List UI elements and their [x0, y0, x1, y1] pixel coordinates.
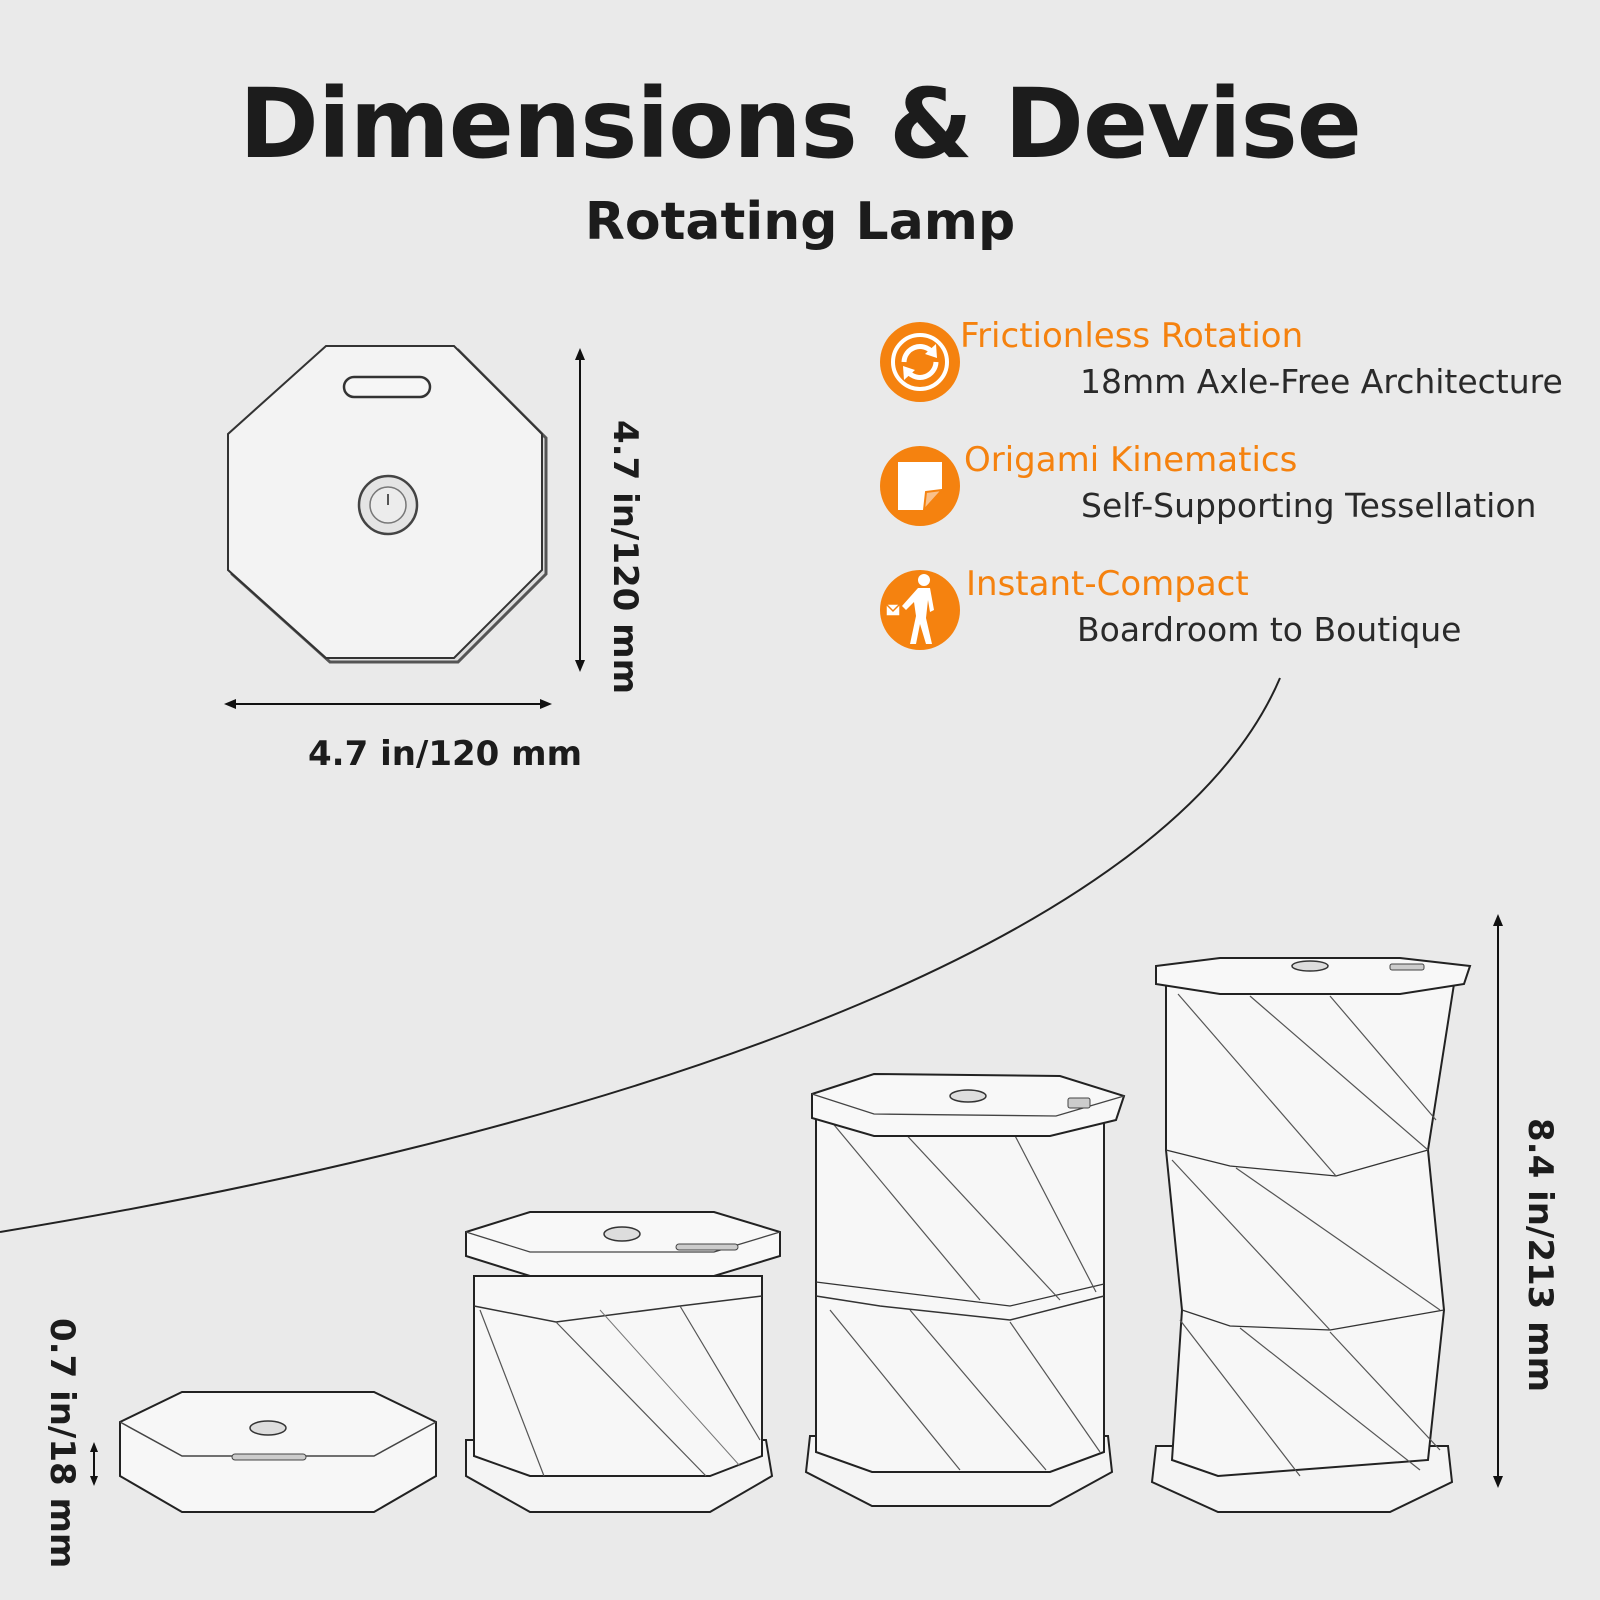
page-subtitle: Rotating Lamp [584, 192, 1016, 252]
lamp-folded [119, 1391, 437, 1513]
walking-person-icon [880, 570, 960, 650]
page-title: Dimensions & Devise [239, 68, 1362, 180]
expanded-height-label: 8.4 in/213 mm [1520, 1118, 1560, 1393]
feature-title: Origami Kinematics [964, 440, 1298, 480]
feature-subtitle: 18mm Axle-Free Architecture [1080, 362, 1563, 401]
lamp-stage-medium [804, 1072, 1126, 1507]
feature-title: Frictionless Rotation [960, 316, 1304, 356]
top-width-label: 4.7 in/120 mm [308, 734, 583, 774]
feature-title: Instant-Compact [966, 564, 1249, 604]
rotation-icon [880, 322, 960, 402]
feature-subtitle: Boardroom to Boutique [1077, 610, 1462, 649]
lamp-stage-small [465, 1211, 781, 1513]
folded-paper-icon [880, 446, 960, 526]
feature-subtitle: Self-Supporting Tessellation [1081, 486, 1537, 525]
lamp-stage-full [1150, 957, 1472, 1513]
